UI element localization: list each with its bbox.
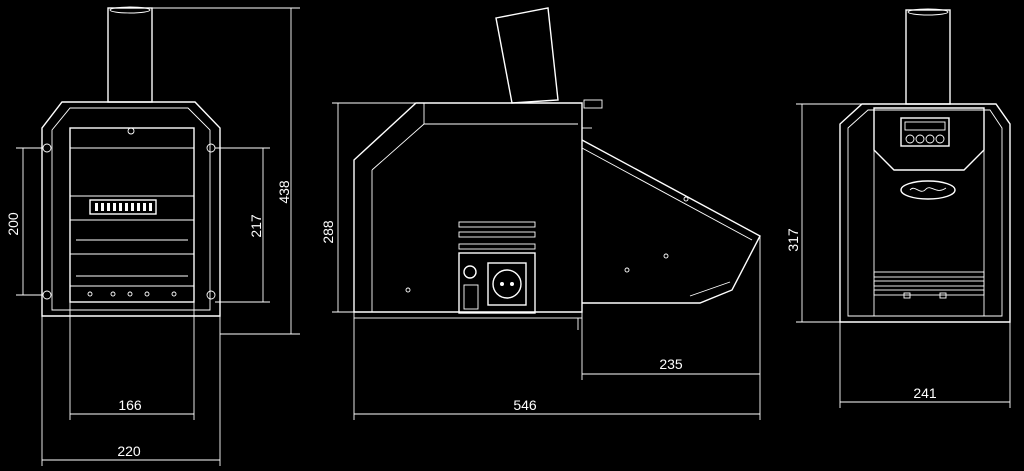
side-fuse-holder (463, 265, 477, 279)
front-bolt (42, 143, 52, 153)
side-height-dimension: 288 (320, 220, 336, 244)
side-housing (353, 102, 583, 313)
rear-chimney (905, 9, 951, 105)
front-height-dimension: 438 (276, 180, 292, 204)
side-view: 288 235 546 (320, 7, 761, 420)
front-bolt (206, 143, 216, 153)
front-bolt (206, 290, 216, 300)
side-depth-dimension: 546 (513, 397, 537, 413)
rear-width-dimension: 241 (913, 385, 937, 401)
rear-display (900, 117, 950, 147)
rear-button (905, 134, 915, 144)
front-terminal-strip (89, 199, 157, 215)
front-housing-inner (51, 107, 211, 311)
front-mount-height-dimension: 200 (5, 212, 21, 236)
rear-view: 317 241 (785, 8, 1011, 408)
front-view: 438 200 217 166 220 (5, 6, 300, 466)
front-inner-width-dimension: 166 (118, 397, 142, 413)
front-chimney (107, 7, 153, 103)
rear-button (925, 134, 935, 144)
rear-button (915, 134, 925, 144)
rear-button (935, 134, 945, 144)
front-terminals (95, 203, 152, 211)
rear-logo-badge (900, 180, 956, 200)
side-burner-tube (581, 139, 761, 304)
front-inner-height-dimension: 217 (248, 214, 264, 238)
front-chimney-opening (109, 6, 151, 14)
rear-height-dimension: 317 (785, 228, 801, 252)
side-tube-length-dimension: 235 (659, 356, 683, 372)
side-feed-tube (495, 7, 559, 104)
side-plug-connector (463, 284, 479, 310)
side-socket-panel (458, 252, 536, 314)
front-bolt (42, 290, 52, 300)
front-outer-width-dimension: 220 (117, 443, 141, 459)
rear-logo-script (909, 187, 947, 192)
side-power-socket (487, 262, 527, 306)
